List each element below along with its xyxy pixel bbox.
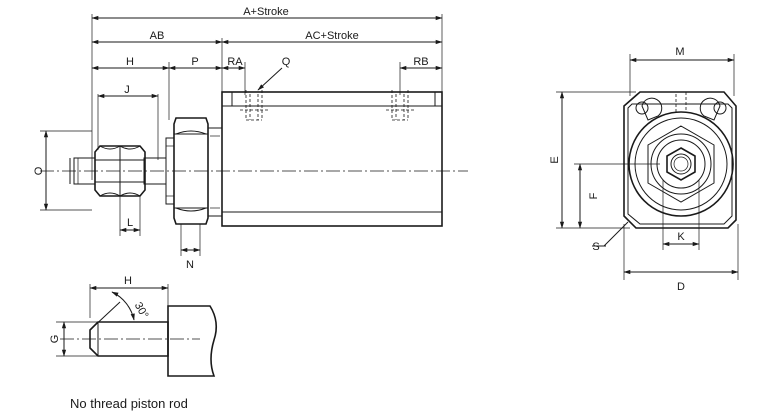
dim-h: H xyxy=(126,56,134,68)
dim-ac-stroke: AC+Stroke xyxy=(305,30,359,42)
dim-ra: RA xyxy=(227,56,243,68)
dim-n: N xyxy=(186,259,194,271)
dim-rb: RB xyxy=(413,56,428,68)
dim-e: E xyxy=(549,156,561,163)
side-view: A+Stroke AB AC+Stroke H P RA Q RB J O L … xyxy=(33,6,468,271)
dim-p: P xyxy=(191,56,198,68)
dim-ab: AB xyxy=(150,30,165,42)
dim-angle: 30° xyxy=(132,300,151,320)
dim-o: O xyxy=(33,166,45,175)
end-view: M E F S K D xyxy=(549,46,739,293)
dim-d: D xyxy=(677,281,685,293)
dim-s: S xyxy=(592,241,599,253)
dim-k: K xyxy=(677,231,685,243)
dim-m: M xyxy=(675,46,684,58)
no-thread-rod-detail: H G 30° xyxy=(49,275,218,377)
caption: No thread piston rod xyxy=(70,396,188,411)
dim-h-detail: H xyxy=(124,275,132,287)
dim-l: L xyxy=(127,217,133,229)
mount-hole-ra xyxy=(240,90,268,121)
dim-g: G xyxy=(49,335,61,344)
dim-j: J xyxy=(124,84,130,96)
mount-hole-rb xyxy=(386,90,414,121)
dim-a-stroke: A+Stroke xyxy=(243,6,289,18)
dim-f: F xyxy=(588,192,600,199)
dim-q: Q xyxy=(282,56,291,68)
